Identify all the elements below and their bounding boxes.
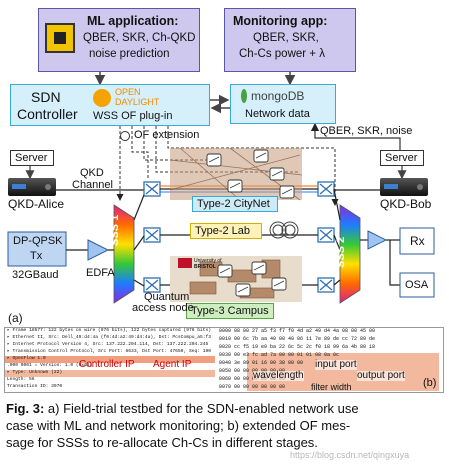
tree-row: Transaction ID: 3970 [7,384,63,389]
rx-label: Rx [410,234,425,248]
university-label-2: BRISTOL [194,264,216,270]
hex-row: 0020 cc f5 19 e9 ba 22 6c 5c 2c f0 18 99… [219,344,376,350]
monitor-app-line1: QBER, SKR, [253,32,319,44]
caption-line-3: sage for SSSs to re-allocate Ch-Cs in di… [6,435,318,450]
caption-line-2: case with ML and network monitoring; b) … [6,418,351,433]
university-label-1: University of [194,258,222,264]
figure-caption: Fig. 3: a) Field-trial testbed for the S… [6,400,446,451]
qkd-channel-label-1: QKD [80,167,104,179]
sdn-label-1: SDN [31,89,61,105]
packet-tree: ▸ Frame 18577: 122 bytes on wire (976 bi… [5,328,215,392]
wss-plugin-label: WSS OF plug-in [93,110,173,122]
input-port-label: input port [315,359,357,370]
ml-application-box: ML application: QBER, SKR, Ch-QKD noise … [38,8,200,72]
campus-label-box: Type-3 Campus [186,303,274,319]
hex-row: 0060 00 00 00 00 00 00 [219,376,286,382]
baud-label: 32GBaud [12,269,59,281]
lab-label: Type-2 Lab [195,225,251,237]
hex-row: 0040 3e 89 01 16 00 38 00 00 [219,360,304,366]
wavelength-label: wavelength [253,370,304,381]
hex-row: 0030 00 e3 fc ad 7a 00 00 01 01 08 0a 0c [219,352,340,358]
tx-label-2: Tx [30,250,43,262]
tree-row: ▸ Ethernet II, Src: Dell_49:d4:4a (f0:4d… [7,335,212,340]
ml-app-title: ML application: [87,14,179,28]
panel-a-label: (a) [8,311,23,325]
edfa-label: EDFA [86,267,115,279]
mongodb-box: mongoDB Network data [230,84,336,124]
lab-label-box: Type-2 Lab [190,223,262,239]
hex-row: 0010 00 6c 7b aa 40 00 40 06 11 7e 89 de… [219,336,376,342]
caption-text-1: a) Field-trial testbed for the SDN-enabl… [44,401,359,416]
osa-label: OSA [405,279,429,291]
tree-row: ▸ Transmission Control Protocol, Src Por… [7,349,212,354]
qkd-alice-label: QKD-Alice [8,197,65,211]
agent-ip-label: Agent IP [153,359,192,370]
qkd-channel-label-2: Channel [72,179,113,191]
sdn-controller-box: SDN Controller OPEN DAYLIGHT WSS OF plug… [10,84,210,126]
hex-row: 0070 00 00 00 00 00 00 [219,384,286,390]
sss2-label: SSS 2 [335,236,347,268]
controller-ip-label: Controller IP [79,359,135,370]
ml-app-line1: QBER, SKR, Ch-QKD [83,32,196,44]
quantum-node-label-2: access node [132,302,194,314]
watermark: https://blog.csdn.net/qingxuya [290,450,410,460]
opendaylight-logo-text-2: DAYLIGHT [115,97,160,107]
panel-b-label: (b) [423,377,437,389]
sss1-label: SSS 1 [109,214,121,246]
campus-label: Type-3 Campus [191,305,269,317]
mongodb-logo: mongoDB [251,89,305,103]
mongodb-leaf-icon [241,89,247,103]
wireshark-panel: ▸ Frame 18577: 122 bytes on wire (976 bi… [4,327,444,393]
tree-row: ▸ Type: Unknown (22) [7,370,63,375]
chip-icon [45,23,75,53]
output-port-label: output port [357,370,405,381]
tree-row: Length: 56 [7,377,35,382]
tree-row-openflow: ▸ OpenFlow 1.0 [7,356,46,361]
monitoring-app-box: Monitoring app: QBER, SKR, Ch-Cs power +… [224,8,356,72]
opendaylight-logo-icon [93,89,111,107]
network-diagram [7,72,435,304]
caption-fig-label: Fig. 3: [6,401,45,416]
sdn-label-2: Controller [17,106,78,122]
tx-label-1: DP-QPSK [13,235,63,247]
tree-row: .000 0001 = Version: 1.0 (0x01) [7,363,93,368]
filter-width-label: filter width [311,382,352,392]
quantum-node-label-1: Quantum [144,291,190,303]
of-extension-label: OF extension [134,129,200,141]
citynet-label-box: Type-2 CityNet [192,196,278,212]
of-extension-marker-icon [120,131,130,141]
monitor-app-title: Monitoring app: [233,14,328,28]
citynet-label: Type-2 CityNet [197,198,270,210]
tree-row: ▸ Internet Protocol Version 4, Src: 137.… [7,342,209,347]
server-right-box: Server [380,150,424,166]
tree-row: ▸ Frame 18577: 122 bytes on wire (976 bi… [7,328,212,333]
hex-row: 0050 00 00 00 00 00 00 [219,368,286,374]
server-right-label: Server [385,152,418,164]
ml-app-line2: noise prediction [89,48,170,60]
qkd-bob-label: QKD-Bob [380,197,432,211]
server-left-box: Server [10,150,54,166]
opendaylight-logo-text-1: OPEN [115,87,141,97]
caption-line-1: Fig. 3: a) Field-trial testbed for the S… [6,400,446,417]
network-data-label: Network data [245,108,310,120]
hex-row: 0000 08 00 27 a5 f3 f7 f0 4d a2 49 d4 4a… [219,328,376,334]
monitor-app-line2: Ch-Cs power + λ [239,48,325,60]
qber-noise-label: QBER, SKR, noise [320,125,413,137]
server-left-label: Server [15,152,48,164]
